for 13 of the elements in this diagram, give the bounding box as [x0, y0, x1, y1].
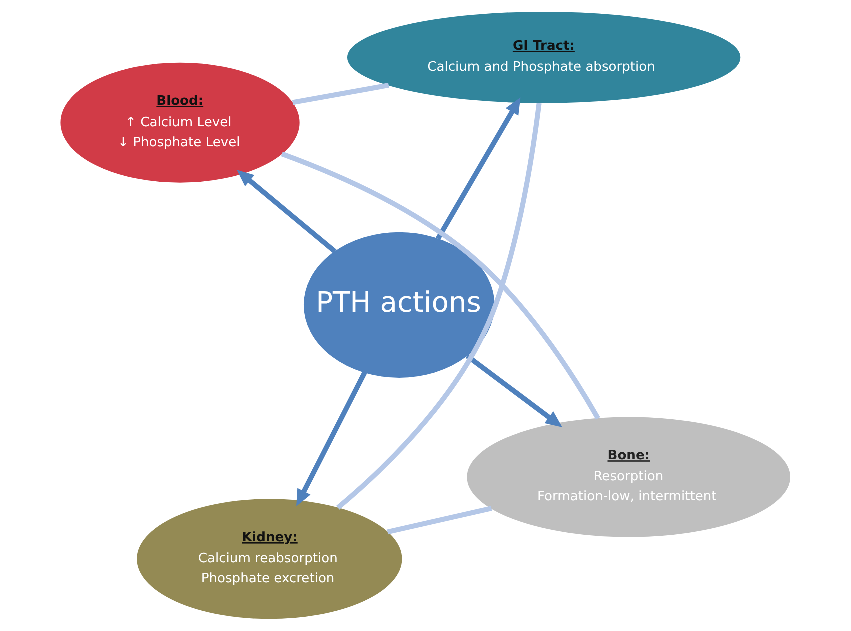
arrow	[237, 170, 337, 254]
node-ellipse: PTH actions	[304, 232, 495, 378]
connector	[292, 82, 390, 106]
arrow	[296, 371, 368, 507]
connector	[281, 152, 600, 420]
node-ellipse: Bone: Resorption Formation-low, intermittent	[467, 417, 790, 538]
arrow	[436, 98, 521, 240]
connector	[387, 506, 492, 535]
node-ellipse: GI Tract: Calcium and Phosphate absorption	[347, 12, 741, 104]
node-ellipse: Blood: ↑ Calcium Level ↓ Phosphate Level	[60, 62, 300, 183]
node-ellipse: Kidney: Calcium reabsorption Phosphate excretion	[137, 499, 402, 620]
connector	[336, 103, 542, 510]
arrow	[466, 354, 563, 428]
